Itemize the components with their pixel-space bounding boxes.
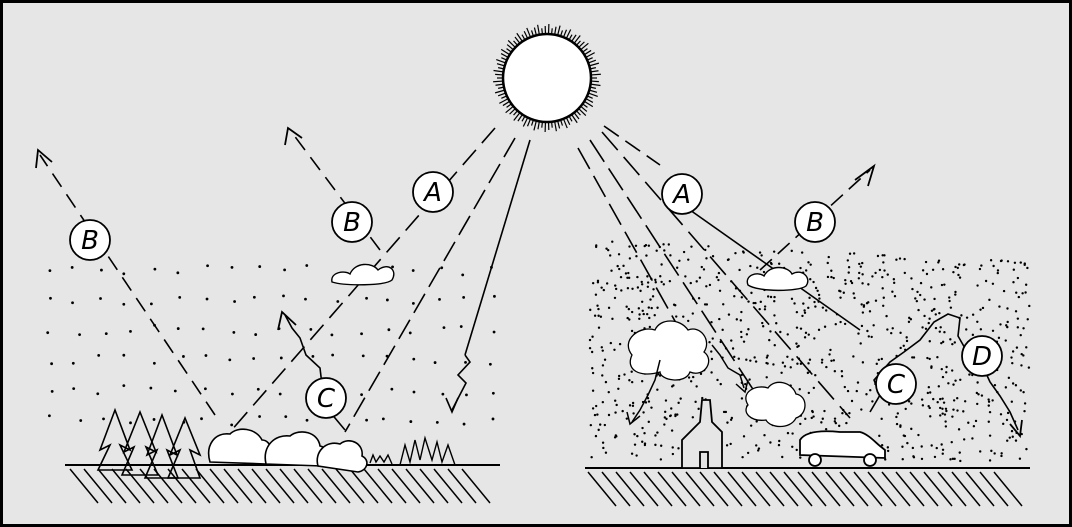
svg-text:A: A [671, 180, 691, 210]
label-c-left: C [306, 378, 346, 418]
svg-text:B: B [343, 208, 361, 238]
svg-text:D: D [972, 342, 992, 372]
label-a-right: A [662, 174, 702, 214]
label-d-right: D [962, 336, 1002, 376]
label-c-right: C [876, 364, 916, 404]
label-b-left-far: B [70, 220, 110, 260]
svg-text:C: C [887, 370, 906, 400]
label-a-left: A [413, 172, 453, 212]
svg-text:B: B [81, 226, 99, 256]
label-b-left-near: B [332, 202, 372, 242]
svg-text:A: A [422, 178, 442, 208]
svg-text:B: B [806, 208, 824, 238]
label-b-right: B [795, 202, 835, 242]
svg-text:C: C [317, 384, 336, 414]
